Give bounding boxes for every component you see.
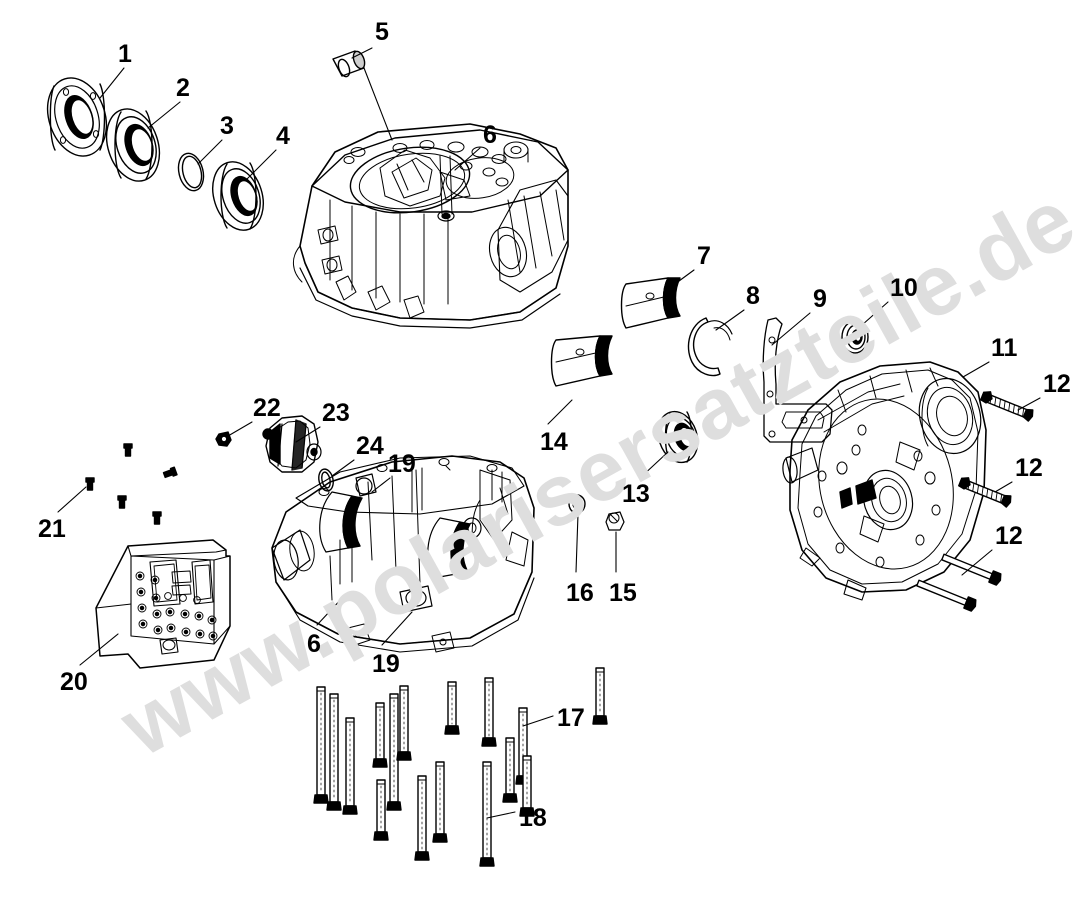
callout-flange-bolt-a: 12 bbox=[1043, 370, 1071, 398]
part-10-small-bearing bbox=[841, 320, 869, 354]
callout-crankcase-bolt-short: 17 bbox=[557, 704, 585, 732]
part-15-plug-nut bbox=[605, 511, 625, 531]
callout-ball-bearing: 2 bbox=[176, 74, 190, 102]
callout-dowel-sleeve-b: 19 bbox=[372, 650, 400, 678]
callout-washer-ring: 16 bbox=[566, 579, 594, 607]
part-9-oil-gallery-bracket bbox=[762, 317, 833, 443]
callout-crankcase-cover-right: 11 bbox=[991, 334, 1018, 362]
part-4-ball-bearing bbox=[212, 161, 264, 231]
callout-crankcase-lower: 6 bbox=[307, 630, 321, 658]
part-22-oil-pump-bolt bbox=[215, 431, 232, 447]
part-2-ball-bearing bbox=[105, 108, 161, 182]
callout-oil-pump-bolt: 22 bbox=[253, 394, 281, 422]
callout-oil-gallery-bracket: 9 bbox=[813, 285, 827, 313]
callout-leader-lines bbox=[57, 47, 1041, 819]
callout-crankcase-reference: 14 bbox=[540, 428, 568, 456]
part-8-thrust-washer bbox=[687, 317, 733, 377]
callout-oil-seal: 13 bbox=[622, 480, 650, 508]
part-24-o-ring bbox=[318, 468, 334, 492]
part-21-baffle-screws bbox=[85, 443, 178, 525]
part-23-oil-pump-assembly bbox=[262, 415, 322, 473]
crankcase-bolts-group bbox=[313, 667, 608, 867]
callout-baffle-screws: 21 bbox=[38, 515, 66, 543]
part-16-washer-ring bbox=[568, 494, 586, 514]
callout-flange-bolt-b: 12 bbox=[1015, 454, 1043, 482]
callout-dowel-sleeve-a: 19 bbox=[388, 450, 416, 478]
callout-main-bearing-shells: 7 bbox=[697, 242, 711, 270]
part-6-crankcase-lower bbox=[271, 455, 535, 653]
callout-thrust-washer: 8 bbox=[746, 282, 760, 310]
part-11-crankcase-cover-right bbox=[782, 361, 987, 601]
callout-dowel-pin: 5 bbox=[375, 18, 389, 46]
part-13-oil-seal bbox=[657, 410, 699, 464]
part-20-oil-baffle-screen bbox=[95, 539, 231, 669]
callout-oil-baffle-screen: 20 bbox=[60, 668, 88, 696]
callout-o-ring-small: 3 bbox=[220, 112, 234, 140]
part-6-crankcase-upper bbox=[293, 123, 569, 329]
part-12-flange-bolts bbox=[916, 391, 1034, 612]
callout-crankcase-bolt-long: 18 bbox=[519, 804, 547, 832]
part-1-flanged-bearing bbox=[46, 77, 108, 157]
part-5-dowel-pin bbox=[332, 50, 366, 78]
callout-oil-pump-assembly: 23 bbox=[322, 399, 350, 427]
callout-hex-bolt-long: 12 bbox=[995, 522, 1023, 550]
callout-ball-bearing-2: 4 bbox=[276, 122, 290, 150]
callout-crankcase-upper: 6 bbox=[483, 121, 497, 149]
part-3-o-ring bbox=[177, 152, 205, 192]
callout-small-ball-bearing: 10 bbox=[890, 274, 918, 302]
callout-o-ring-oil-pump: 24 bbox=[356, 432, 384, 460]
callout-flanged-bearing: 1 bbox=[118, 40, 132, 68]
part-7-bearing-shells bbox=[550, 277, 681, 387]
callout-plug-nut: 15 bbox=[609, 579, 637, 607]
